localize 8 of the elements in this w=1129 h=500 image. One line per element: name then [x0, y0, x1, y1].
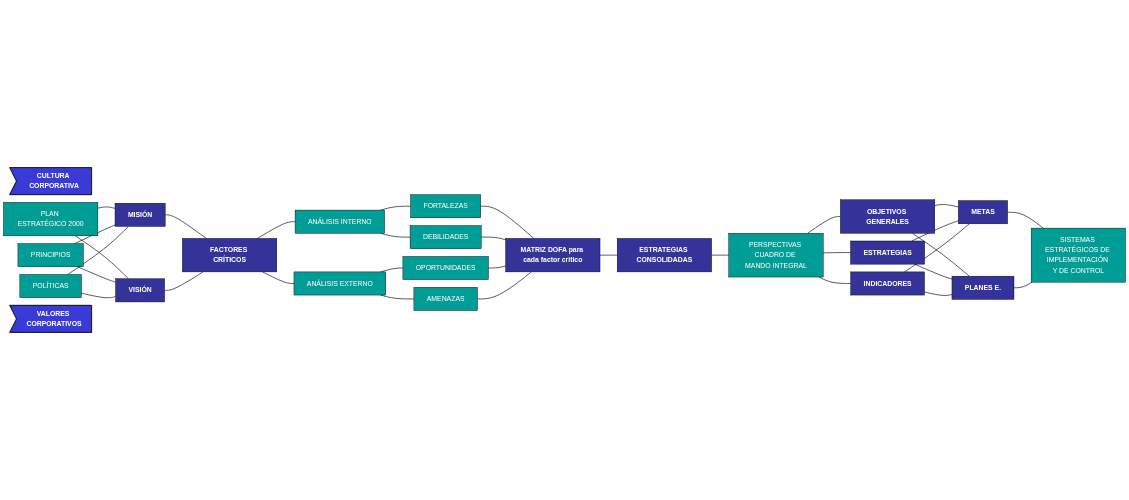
- connector: [75, 235, 129, 280]
- connector: [77, 266, 116, 283]
- connector: [1013, 281, 1033, 289]
- connector: [912, 232, 970, 277]
- connector: [262, 271, 295, 284]
- connector: [904, 223, 970, 273]
- connector: [480, 236, 506, 241]
- connector: [924, 291, 953, 296]
